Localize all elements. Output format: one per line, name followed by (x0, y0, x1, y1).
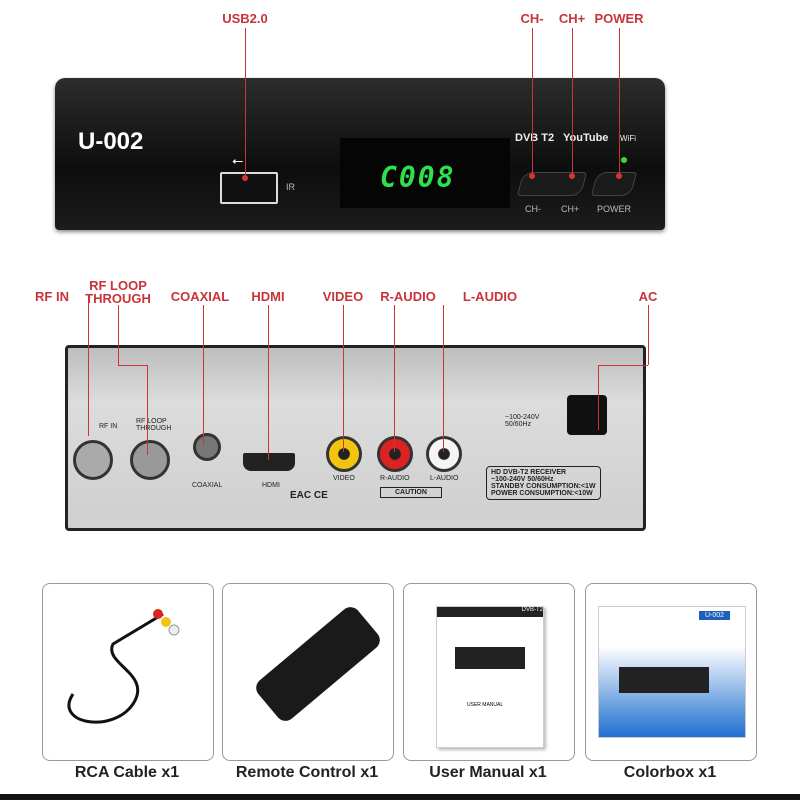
rca-cable-image (67, 609, 180, 724)
callout-line (443, 305, 444, 452)
callout-coaxial: COAXIAL (170, 289, 230, 304)
callout-rf-loop: RF LOOP THROUGH (85, 278, 151, 306)
callout-dot (242, 175, 248, 181)
manual-title: USER MANUAL (467, 702, 504, 708)
panel-label: RF IN (99, 423, 118, 430)
l-audio-port (426, 436, 462, 472)
rating-plate: HD DVB-T2 RECEIVER ~100-240V 50/60Hz STA… (486, 466, 601, 500)
receiver-back (65, 345, 646, 531)
callout-line (619, 28, 620, 176)
callout-dot (529, 173, 535, 179)
callout-l-audio: L-AUDIO (462, 289, 518, 304)
callout-dot (616, 173, 622, 179)
power-label: POWER (597, 204, 632, 214)
callout-ch-plus: CH+ (558, 11, 586, 26)
bottom-bar (0, 794, 800, 800)
rating-line: POWER CONSUMPTION:<10W (491, 490, 593, 497)
ch-plus-label: CH+ (561, 204, 580, 214)
callout-line (343, 305, 344, 452)
panel-label: HDMI (262, 482, 280, 489)
callout-video: VIDEO (322, 289, 364, 304)
panel-label: COAXIAL (192, 482, 223, 489)
caution-label: CAUTION (380, 487, 442, 498)
display-window (340, 138, 510, 208)
panel-label: ~100-240V 50/60Hz (505, 414, 540, 428)
callout-rf-in: RF IN (35, 289, 69, 304)
remote-image (252, 603, 384, 725)
callout-line (118, 305, 119, 365)
callout-ac: AC (638, 289, 658, 304)
callout-line (598, 365, 648, 366)
callout-power: POWER (594, 11, 644, 26)
callout-line (88, 296, 89, 436)
manual-box-image (455, 647, 525, 669)
callout-line (394, 305, 395, 452)
ch-minus-label: CH- (525, 204, 541, 214)
ac-cable (567, 395, 607, 435)
callout-r-audio: R-AUDIO (380, 289, 436, 304)
caption-remote: Remote Control x1 (235, 764, 379, 781)
accessory-card-remote (222, 583, 394, 761)
rating-line: HD DVB-T2 RECEIVER (491, 469, 567, 476)
wifi-logo: WiFi (620, 134, 636, 143)
model-name: U-002 (78, 128, 144, 155)
accessory-card-colorbox: U-002 (585, 583, 757, 761)
callout-line (118, 365, 148, 366)
cert-marks: EAC CE (290, 490, 328, 501)
coaxial-port (193, 433, 221, 461)
dvb-logo: DVB T2 (515, 132, 555, 144)
colorbox-model: U-002 (699, 611, 731, 620)
caption-colorbox: Colorbox x1 (623, 764, 717, 781)
usb-port[interactable] (220, 172, 278, 204)
callout-line (203, 305, 204, 445)
caption-rca-cable: RCA Cable x1 (74, 764, 180, 781)
panel-label: L-AUDIO (430, 475, 459, 482)
manual-header: DVB-T2 (437, 607, 543, 617)
callout-line (572, 28, 573, 176)
caption-manual: User Manual x1 (429, 764, 547, 781)
r-audio-port (377, 436, 413, 472)
youtube-logo: YouTube (563, 132, 609, 144)
callout-hdmi: HDMI (251, 289, 285, 304)
callout-line (598, 365, 599, 430)
colorbox-image: U-002 (598, 606, 746, 738)
panel-label: R-AUDIO (380, 475, 410, 482)
colorbox-receiver (619, 667, 709, 693)
rating-line: ~100-240V 50/60Hz (491, 476, 554, 483)
callout-dot (569, 173, 575, 179)
callout-ch-minus: CH- (520, 11, 544, 26)
callout-line (648, 305, 649, 365)
callout-usb: USB2.0 (222, 11, 268, 26)
callout-line (245, 28, 246, 178)
accessory-card-manual: DVB-T2 USER MANUAL (403, 583, 575, 761)
hdmi-port (243, 453, 295, 471)
usb-icon: ⭠ (232, 152, 244, 168)
led-display: C008 (380, 161, 456, 194)
callout-line (268, 305, 269, 460)
power-led (621, 157, 627, 163)
callout-line (532, 28, 533, 176)
accessory-card-rca-cable (42, 583, 214, 761)
callout-line (147, 365, 148, 455)
rating-line: STANDBY CONSUMPTION:<1W (491, 483, 596, 490)
rf-in-port (73, 440, 113, 480)
panel-label: RF LOOP THROUGH (136, 418, 172, 432)
ch-buttons[interactable] (516, 172, 588, 196)
manual-image: DVB-T2 USER MANUAL (436, 606, 544, 748)
rf-loop-port (130, 440, 170, 480)
video-port (326, 436, 362, 472)
panel-label: VIDEO (333, 475, 355, 482)
ir-label: IR (286, 182, 295, 192)
